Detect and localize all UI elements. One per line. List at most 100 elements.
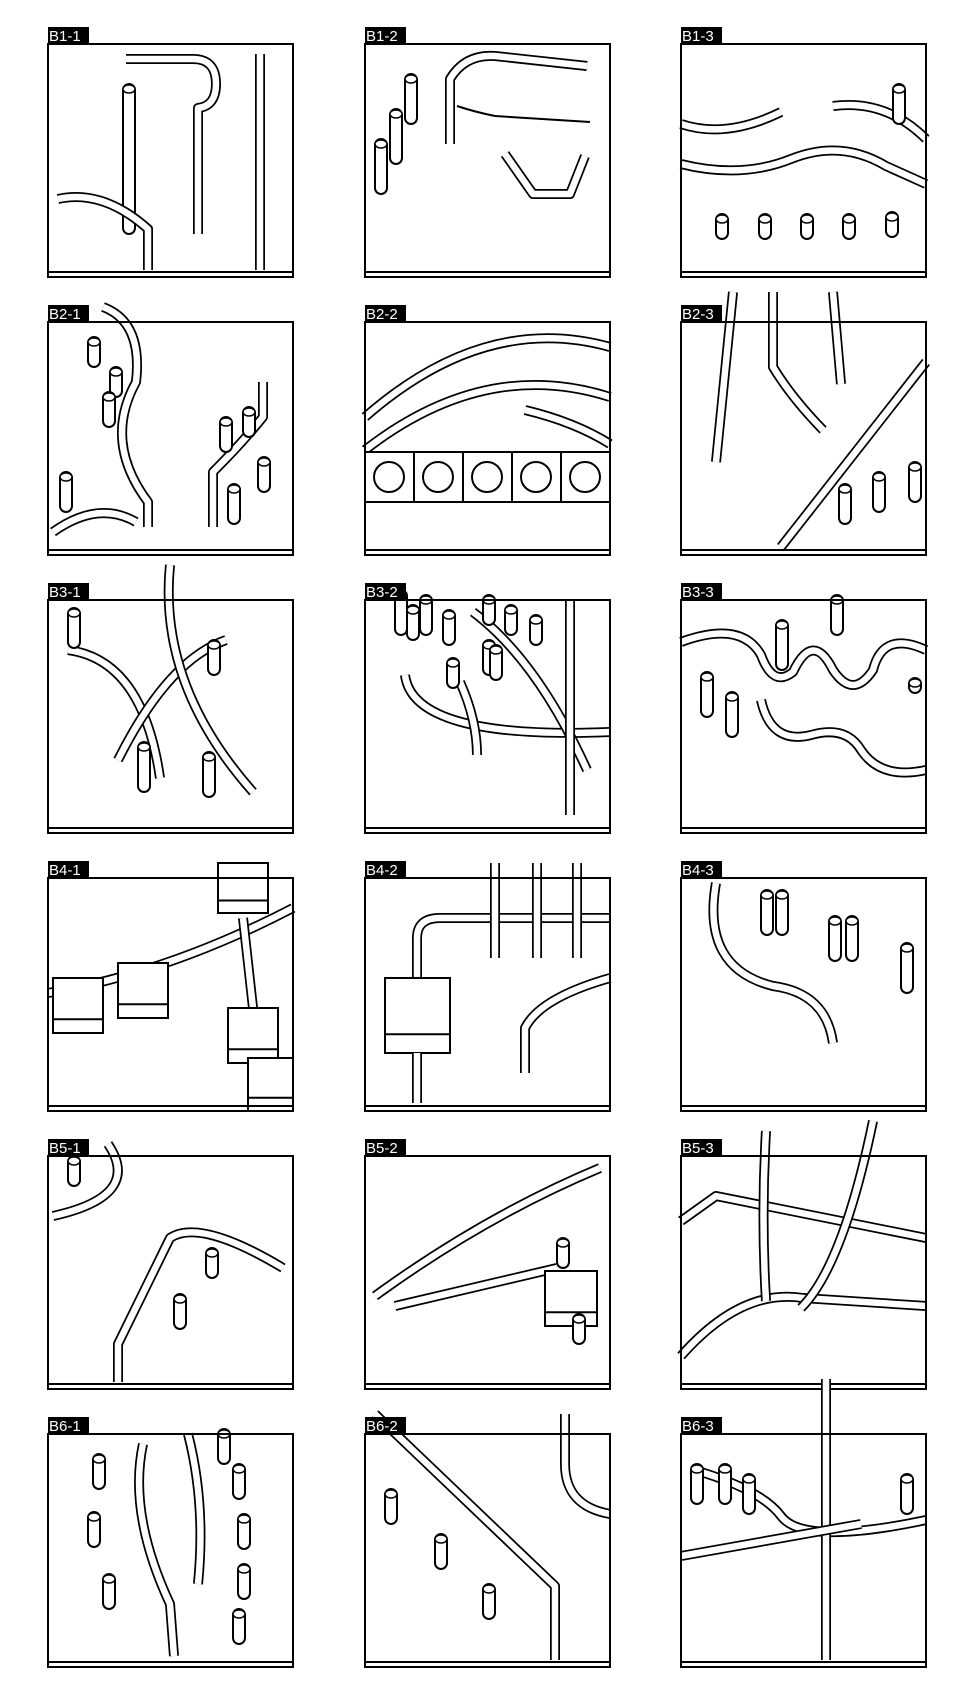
cylinder-top	[67, 608, 81, 618]
panel-label-bg	[365, 27, 406, 44]
wall-strip-outline	[400, 674, 611, 738]
cylinder-post	[419, 594, 433, 636]
panel-frame	[47, 1155, 294, 1390]
wall-strip-outline	[445, 50, 588, 144]
panel-frame	[680, 1433, 927, 1668]
panel-frame	[364, 599, 611, 834]
cylinder-top	[900, 943, 914, 953]
panel-b3-3: B3-3	[679, 583, 929, 834]
cylinder-post	[374, 138, 388, 195]
panel-label-bg	[681, 1139, 722, 1156]
cylinder-top	[384, 1489, 398, 1499]
cylinder-top	[908, 678, 922, 688]
panel-label-bg	[48, 861, 89, 878]
panel-label: B5-2	[366, 1140, 398, 1157]
panel-label-bg	[48, 305, 89, 322]
cylinder-post	[389, 108, 403, 165]
wall-strip	[829, 291, 845, 385]
cylinder-top	[845, 916, 859, 926]
cylinder-post	[775, 619, 789, 671]
panel-b6-1: B6-1	[47, 1417, 294, 1668]
cylinder-post	[137, 741, 151, 793]
cylinder-top	[442, 610, 456, 620]
cylinder-post	[742, 1473, 756, 1515]
wall-strip	[679, 109, 783, 133]
panel-b6-3: B6-3	[680, 1379, 928, 1668]
wall-strip	[67, 646, 164, 779]
hole	[422, 461, 454, 493]
cylinder-top	[87, 337, 101, 347]
wall-strip	[680, 147, 928, 187]
cylinder-top	[137, 742, 151, 752]
wall-strip	[184, 1433, 204, 1585]
cylinder-top	[700, 672, 714, 682]
cylinder-top	[446, 658, 460, 668]
panel-b5-1: B5-1	[47, 1139, 294, 1390]
cylinder-top	[207, 640, 221, 650]
panel-b4-3: B4-3	[680, 861, 927, 1112]
cylinder-post	[718, 1463, 732, 1505]
panel-drawing	[711, 291, 930, 551]
panel-drawing	[371, 1410, 612, 1660]
wall-strip	[209, 382, 267, 527]
hole	[520, 461, 552, 493]
cylinder-post	[227, 483, 241, 525]
panel-label: B5-1	[49, 1140, 81, 1157]
panel-label-bg	[681, 305, 722, 322]
cylinder-top	[489, 645, 503, 655]
wall-strip	[778, 359, 929, 550]
cylinder-top	[725, 692, 739, 702]
cylinder-post	[775, 889, 789, 936]
cylinder-top	[232, 1464, 246, 1474]
wall-strip	[524, 406, 612, 447]
wall-strip	[769, 292, 826, 433]
panel-drawing	[677, 1119, 927, 1360]
block	[217, 862, 269, 914]
panel-label: B3-2	[366, 584, 398, 601]
wall-strip-outline	[361, 379, 612, 454]
cylinder-post	[900, 1473, 914, 1515]
panel-b4-2: B4-2	[364, 861, 612, 1112]
panel-drawing	[67, 564, 257, 798]
cylinder-post	[845, 915, 859, 962]
wall-strip-outline	[371, 1410, 560, 1660]
wall-strip	[239, 917, 257, 1009]
panel-label: B1-3	[682, 28, 714, 45]
cylinder-post	[900, 942, 914, 994]
wall-strip	[165, 564, 256, 795]
panel-label: B5-3	[682, 1140, 714, 1157]
hole	[373, 461, 405, 493]
cylinder-top	[556, 1238, 570, 1248]
wall-strip	[710, 882, 837, 1044]
panel-b3-1: B3-1	[47, 564, 294, 834]
panel-b1-1: B1-1	[47, 27, 294, 278]
wall-strip-outline	[560, 1414, 612, 1519]
panel-label-bg	[48, 1417, 89, 1434]
panel-drawing	[394, 589, 611, 815]
panel-frame	[364, 1155, 611, 1390]
panel-frame	[680, 1155, 927, 1390]
cylinder-post	[828, 915, 842, 962]
cylinder-top	[828, 916, 842, 926]
cylinder-top	[872, 472, 886, 482]
panel-frame	[680, 599, 927, 834]
wall-strip	[457, 680, 481, 756]
wall-strip	[114, 1229, 285, 1382]
wall-strip	[561, 1414, 611, 1518]
panel-b2-3: B2-3	[680, 291, 930, 556]
wall-strip	[51, 509, 138, 535]
panel-label-bg	[365, 861, 406, 878]
wall-strip	[678, 1293, 927, 1359]
wall-strip	[101, 303, 152, 527]
cylinder-top	[800, 214, 814, 224]
panel-drawing	[708, 882, 914, 1044]
cylinder-top	[482, 1584, 496, 1594]
cylinder-top	[838, 484, 852, 494]
cylinder-top	[775, 620, 789, 630]
panel-label: B6-1	[49, 1418, 81, 1435]
cylinder-top	[232, 1609, 246, 1619]
cylinder-top	[885, 212, 899, 222]
cylinder-top	[404, 74, 418, 84]
panel-label: B4-3	[682, 862, 714, 879]
